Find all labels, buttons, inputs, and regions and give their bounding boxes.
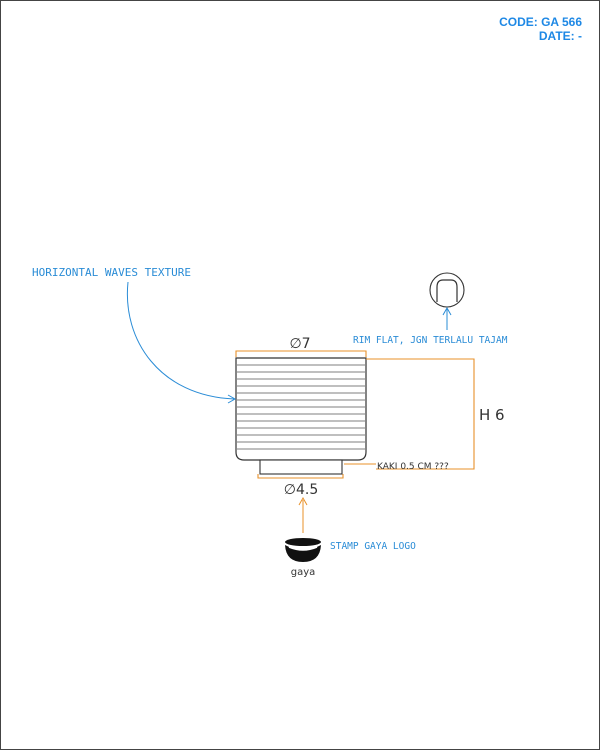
cup-body-outline <box>235 357 367 461</box>
texture-leader-arrow <box>126 281 235 400</box>
texture-note: HORIZONTAL WAVES TEXTURE <box>32 266 191 279</box>
rim-detail-icon <box>429 272 465 308</box>
foot-note: KAKI 0.5 CM ??? <box>377 462 449 472</box>
height-bracket <box>366 358 475 470</box>
top-diameter-label: ∅7 <box>289 336 310 352</box>
code-value: GA 566 <box>541 15 582 29</box>
foot-diameter-label: ∅4.5 <box>284 482 318 498</box>
code-header: CODE: GA 566 <box>499 15 582 29</box>
foot-diameter-bracket <box>257 474 344 479</box>
texture-arrowhead <box>227 394 237 404</box>
code-label: CODE: <box>499 15 538 29</box>
date-label: DATE: <box>538 29 575 43</box>
rim-note: RIM FLAT, JGN TERLALU TAJAM <box>353 335 508 346</box>
gaya-logo <box>285 538 321 562</box>
stamp-note: STAMP GAYA LOGO <box>330 541 416 552</box>
date-value: - <box>578 29 582 43</box>
rim-arrowhead <box>442 306 452 316</box>
cup-foot <box>259 459 343 475</box>
height-label: H 6 <box>479 406 505 424</box>
dimension-lines <box>235 350 475 479</box>
date-header: DATE: - <box>539 29 582 43</box>
wave-texture-lines <box>237 364 365 450</box>
top-diameter-bracket <box>235 350 367 357</box>
gaya-logo-text: gaya <box>291 567 316 578</box>
stamp-arrowhead <box>298 496 308 506</box>
